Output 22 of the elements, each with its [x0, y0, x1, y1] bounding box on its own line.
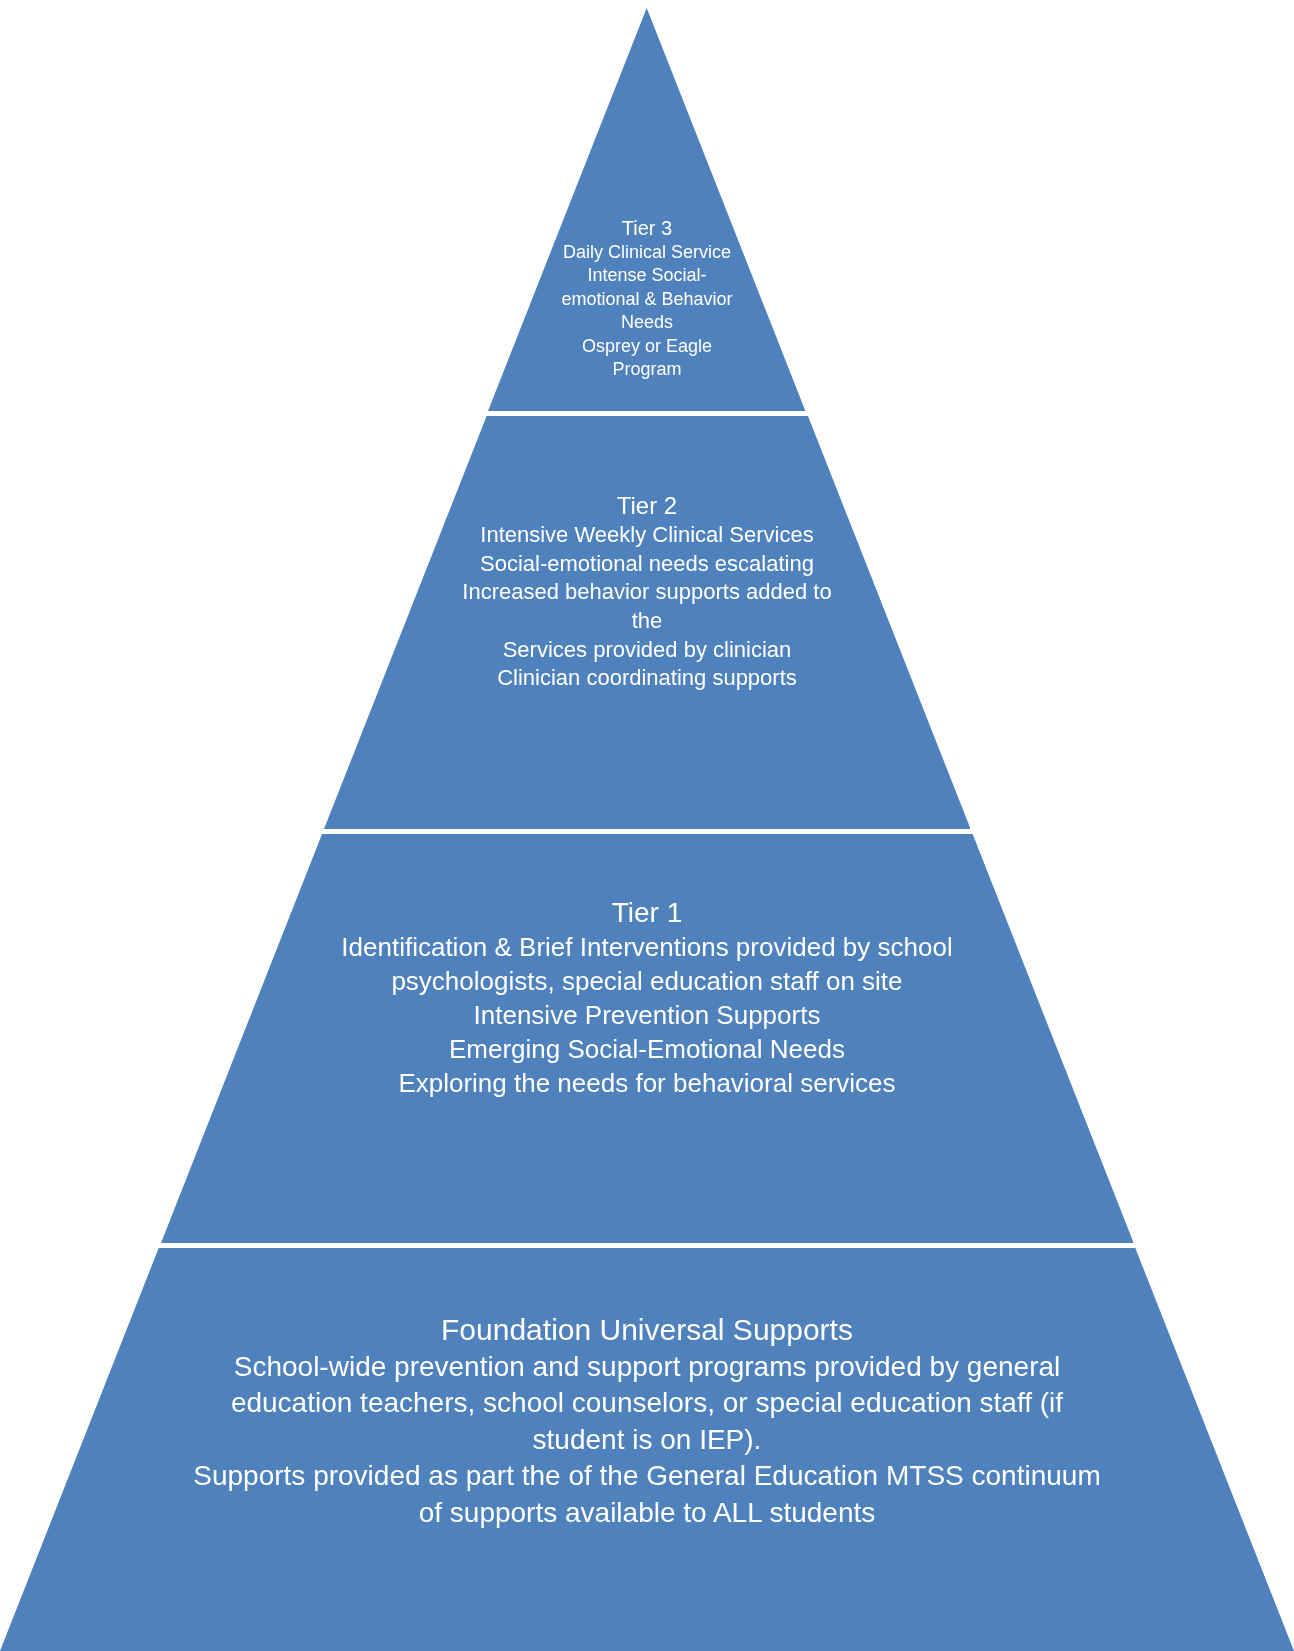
tier-text: Exploring the needs for behavioral services [397, 1066, 897, 1100]
pyramid-tier [160, 834, 1134, 1243]
tier-text: Identification & Brief Interventions provided by school psychologists, special education staff on site [340, 931, 954, 999]
tier-text: Supports provided as part the of the General Education MTSS continuum of supports available to ALL students [192, 1459, 1102, 1530]
tier-text: Daily Clinical Service [561, 241, 732, 264]
tier-text: Services provided by clinician [501, 635, 793, 664]
tier-text: Clinician coordinating supports [496, 664, 798, 693]
tier-text: Intense Social-emotional & Behavior Needs [560, 264, 734, 335]
tier-text: Increased behavior supports added to the [462, 578, 832, 635]
tier-text: Osprey or Eagle Program [580, 334, 713, 381]
tier-heading: Tier 1 [610, 896, 684, 930]
tier-text: Intensive Prevention Supports [472, 999, 822, 1032]
pyramid-tier [0, 1248, 1294, 1651]
tier-text: Intensive Weekly Clinical Services [479, 521, 815, 550]
tier-text: Social-emotional needs escalating [479, 549, 815, 578]
pyramid-tier [488, 8, 806, 411]
tier-text: School-wide prevention and support programs provided by general education teachers, school counselors, or special education staff (if student is on IEP). [229, 1350, 1065, 1457]
pyramid-tier [323, 416, 971, 829]
tier-text: Emerging Social-Emotional Needs [448, 1032, 846, 1066]
tier-heading: Tier 2 [615, 491, 679, 521]
tier-heading: Tier 3 [620, 216, 674, 241]
tier-heading: Foundation Universal Supports [440, 1312, 854, 1348]
